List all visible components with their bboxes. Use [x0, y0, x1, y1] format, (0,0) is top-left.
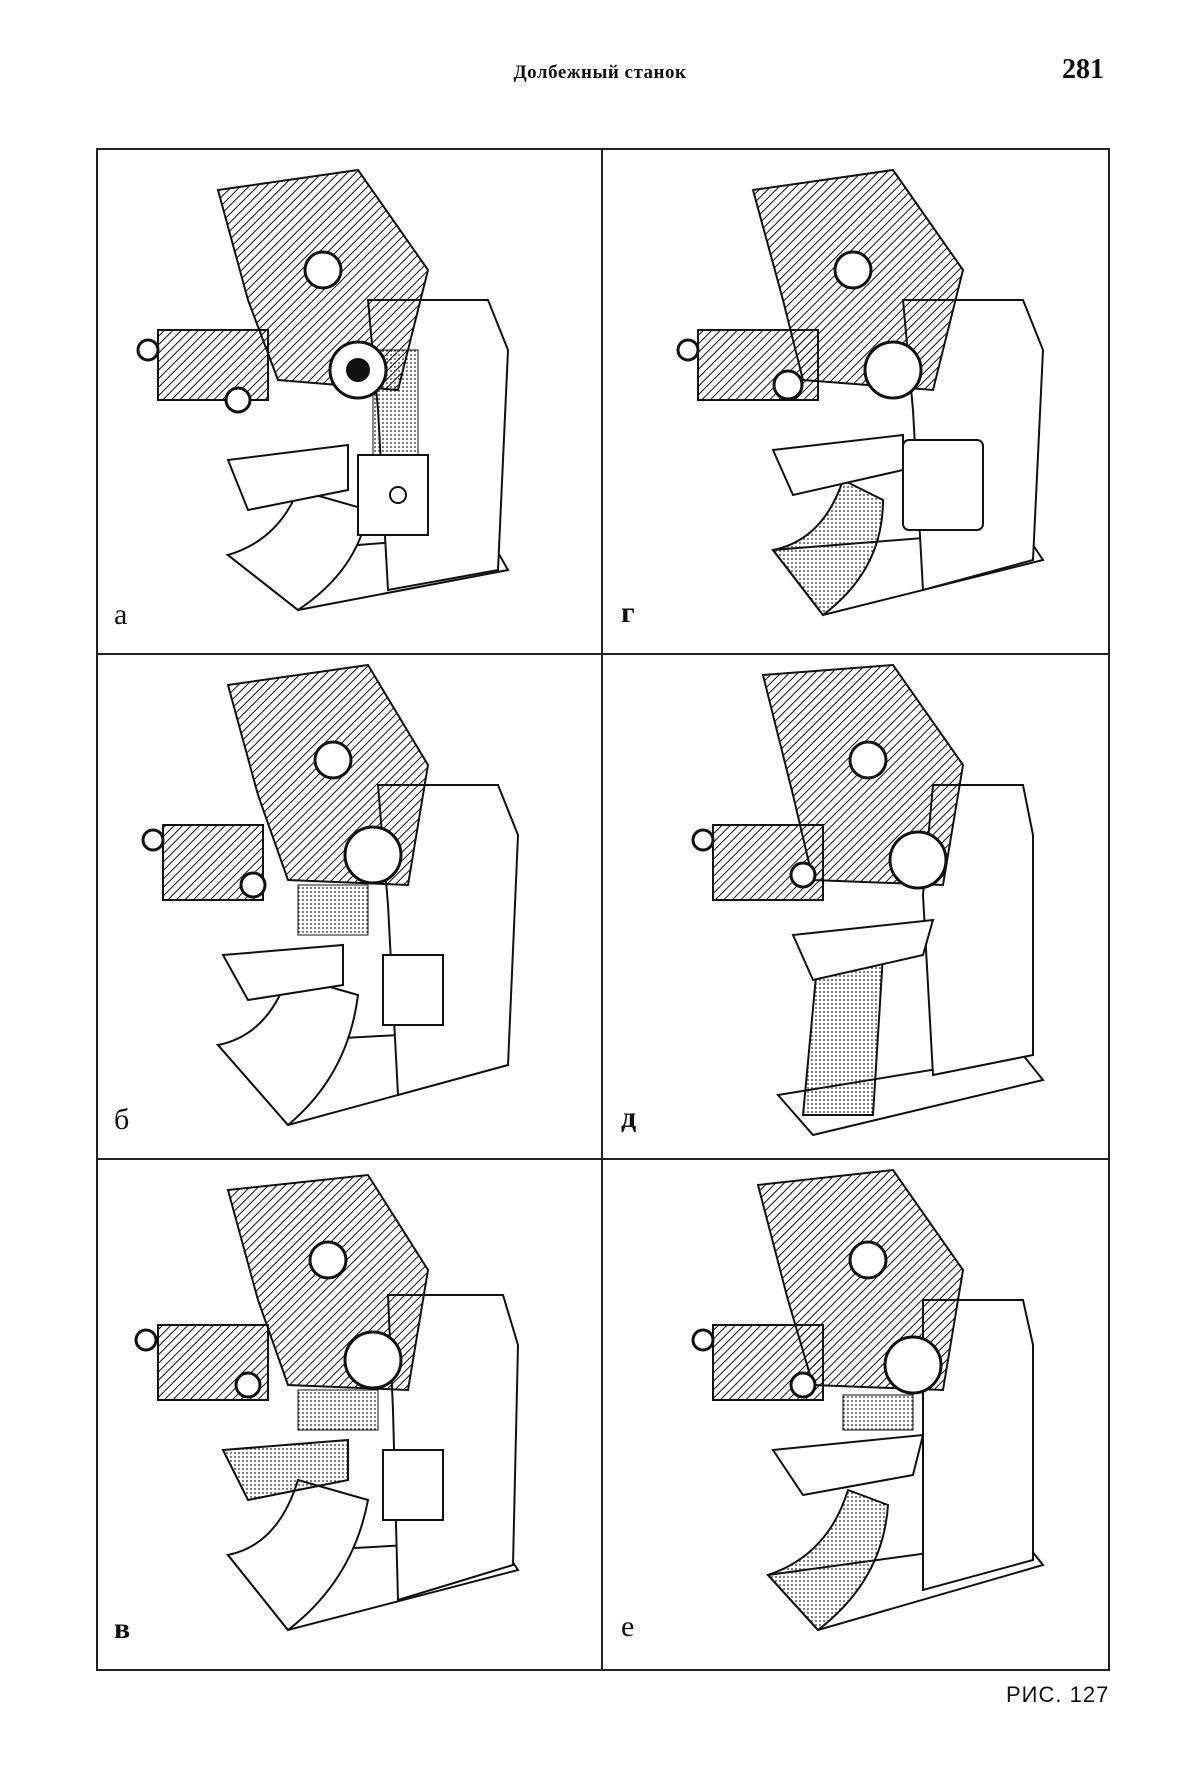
- slotting-machine-illustration: [603, 655, 1108, 1160]
- panel-label-g: г: [621, 596, 635, 630]
- figure-panel-v: в: [98, 1160, 603, 1669]
- panel-label-d: д: [621, 1101, 636, 1135]
- panel-label-b: б: [114, 1103, 129, 1137]
- slotting-machine-illustration: [98, 655, 603, 1160]
- figure-panel-a: а: [98, 150, 603, 655]
- figure-panel-d: д: [603, 655, 1108, 1160]
- figure-panel-e: е: [603, 1160, 1108, 1669]
- slotting-machine-illustration: [98, 1160, 603, 1669]
- slotting-machine-illustration: [98, 150, 603, 655]
- panel-label-e: е: [621, 1610, 634, 1644]
- page-number: 281: [1062, 54, 1104, 86]
- figure-caption: РИС. 127: [1006, 1682, 1109, 1708]
- panel-label-a: а: [114, 598, 127, 632]
- figure-grid: а г: [96, 148, 1110, 1671]
- figure-panel-g: г: [603, 150, 1108, 655]
- running-header-title: Долбежный станок: [0, 62, 1200, 84]
- slotting-machine-illustration: [603, 150, 1108, 655]
- slotting-machine-illustration: [603, 1160, 1108, 1669]
- figure-panel-b: б: [98, 655, 603, 1160]
- panel-label-v: в: [114, 1612, 130, 1646]
